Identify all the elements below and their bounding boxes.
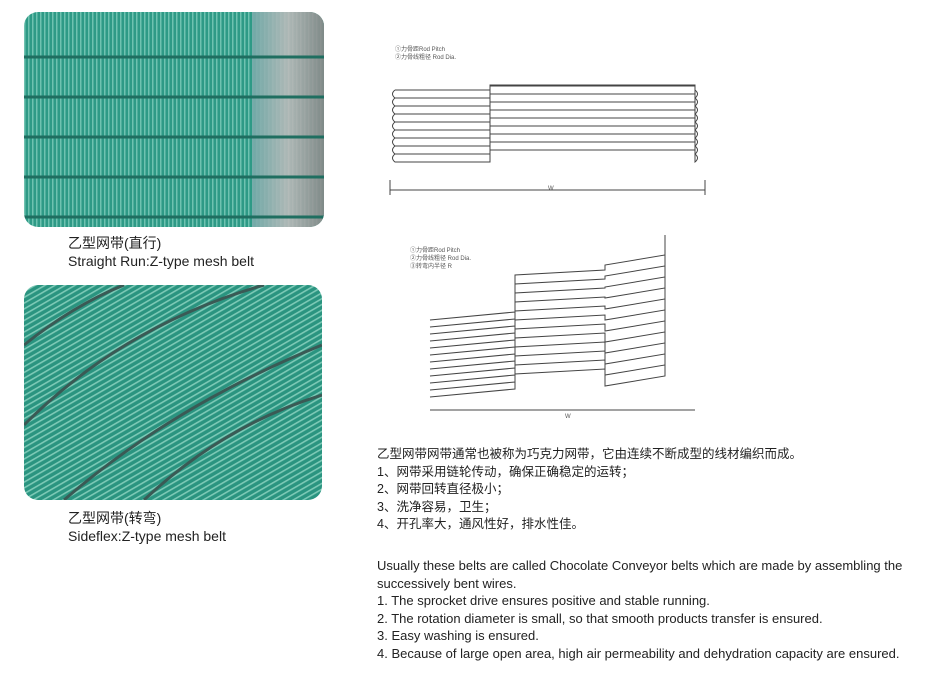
sideflex-belt-diagram: ①力骨距Rod Pitch ②力骨线粗径 Rod Dia. ③转弯内半径 R W <box>405 225 725 425</box>
feature-item: 3. Easy washing is ensured. <box>377 628 539 643</box>
feature-item: 1、网带采用链轮传动，确保正确稳定的运转； <box>377 464 634 479</box>
caption-en: Straight Run:Z-type mesh belt <box>68 253 254 269</box>
diagram-label: ②力骨线粗径 Rod Dia. <box>410 256 472 262</box>
description-zh: 乙型网带网带通常也被称为巧克力网带，它由连续不断成型的线材编织而成。 1、网带采… <box>377 446 802 534</box>
feature-item: 4. Because of large open area, high air … <box>377 645 900 661</box>
photo1-caption: 乙型网带(直行) Straight Run:Z-type mesh belt <box>68 234 254 270</box>
feature-item: 2、网带回转直径极小； <box>377 482 509 496</box>
width-label: W <box>565 414 571 420</box>
straight-run-belt-photo <box>24 12 324 227</box>
diagram-label: ①力骨距Rod Pitch <box>395 47 446 53</box>
straight-belt-diagram: ①力骨距Rod Pitch ②力骨线粗径 Rod Dia. W <box>380 40 740 210</box>
diagram-label: ②力骨线粗径 Rod Dia. <box>395 55 457 61</box>
intro-zh: 乙型网带网带通常也被称为巧克力网带，它由连续不断成型的线材编织而成。 <box>377 447 803 461</box>
caption-zh: 乙型网带(转弯) <box>68 510 162 526</box>
feature-item: 2. The rotation diameter is small, so th… <box>377 610 823 626</box>
feature-item: 1. The sprocket drive ensures positive a… <box>377 593 710 608</box>
diagram-label: ①力骨距Rod Pitch <box>410 248 461 254</box>
caption-zh: 乙型网带(直行) <box>68 235 162 251</box>
description-en: Usually these belts are called Chocolate… <box>377 557 917 662</box>
sideflex-belt-photo <box>24 285 322 500</box>
caption-en: Sideflex:Z-type mesh belt <box>68 528 226 544</box>
intro-en: Usually these belts are called Chocolate… <box>377 558 903 591</box>
width-label: W <box>548 186 554 192</box>
diagram-label: ③转弯内半径 R <box>410 264 453 270</box>
photo2-caption: 乙型网带(转弯) Sideflex:Z-type mesh belt <box>68 509 226 545</box>
feature-item: 3、洗净容易，卫生； <box>377 499 497 514</box>
feature-item: 4、开孔率大，通风性好，排水性佳。 <box>377 517 584 531</box>
